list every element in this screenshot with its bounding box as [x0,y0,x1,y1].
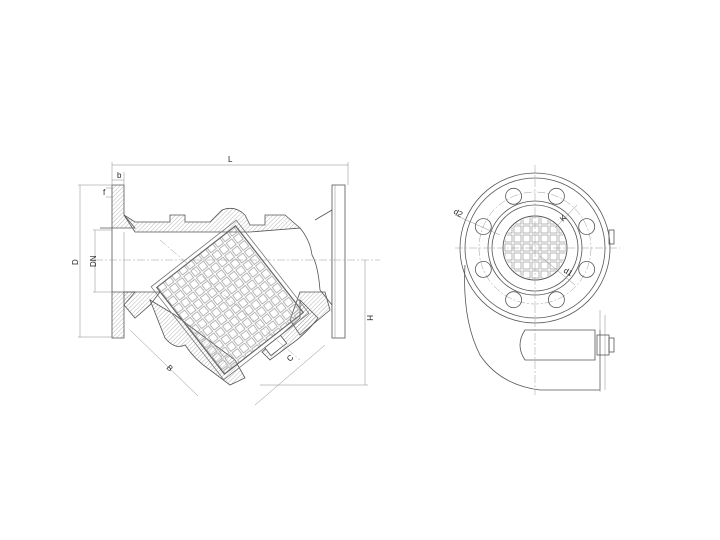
drain-boss [519,329,596,361]
body-top-wall [123,207,301,233]
right-flange [331,184,346,339]
bolt-hole [578,260,596,278]
label-H: H [365,315,374,321]
drain-plug [264,334,288,357]
bolt-hole [578,218,596,236]
bolt-hole [474,218,492,236]
label-B: B [165,363,175,373]
body-outline [464,264,601,391]
label-K: K [558,213,569,224]
bolt-holes [474,187,596,309]
label-f: f [103,188,106,197]
label-b: b [117,171,122,180]
bolt-hole [505,187,522,205]
dimension-B [129,329,199,397]
dimension-C [254,344,326,406]
label-L: L [228,155,233,164]
label-D: D [71,259,80,265]
body-bottom-wall [123,291,161,319]
label-DN: DN [89,255,98,267]
bolt-hole [548,187,565,205]
label-C: C [285,353,296,364]
bolt-hole [548,291,565,309]
bolt-hole [505,291,522,309]
bolt-hole [474,260,492,278]
drain-bolt [596,334,610,356]
strainer-screen [150,219,310,381]
label-d2: d2 [452,207,465,220]
side-view: L b f D DN H B C [71,155,380,406]
front-view: d2 K d1 [452,165,620,395]
